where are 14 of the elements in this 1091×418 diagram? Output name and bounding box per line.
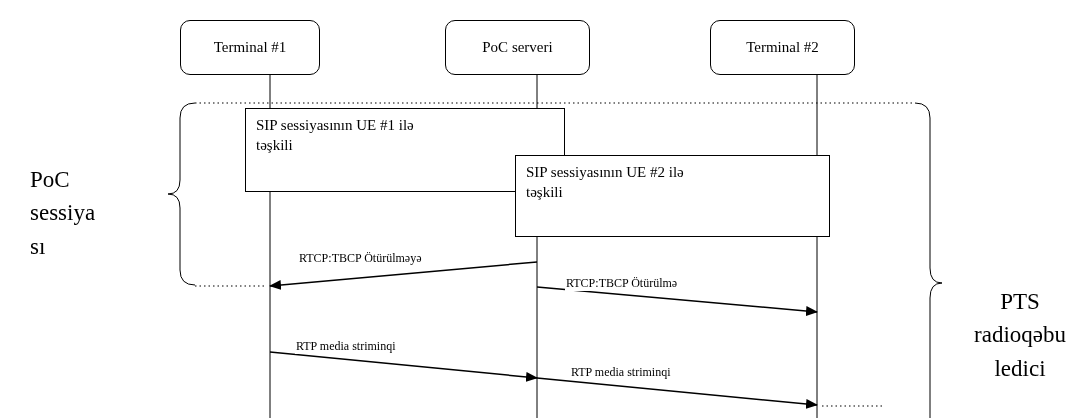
step-box: SIP sessiyasının UE #2 ilə təşkili (515, 155, 830, 237)
edge-label: RTCP:TBCP Ötürülməyə (298, 251, 423, 266)
edge-label: RTCP:TBCP Ötürülmə (565, 276, 679, 291)
edge-label: RTP media striminqi (295, 339, 397, 354)
participant-box: PoC serveri (445, 20, 590, 75)
edge-label: RTP media striminqi (570, 365, 672, 380)
message-arrow (536, 286, 818, 316)
participant-box: Terminal #2 (710, 20, 855, 75)
message-arrow (269, 261, 538, 290)
message-arrow (269, 351, 538, 382)
bracket-label: PTS radioqəbu ledici (973, 288, 1067, 383)
participant-box: Terminal #1 (180, 20, 320, 75)
bracket-label: PoC sessiya sı (30, 166, 97, 261)
message-arrow (536, 377, 818, 409)
